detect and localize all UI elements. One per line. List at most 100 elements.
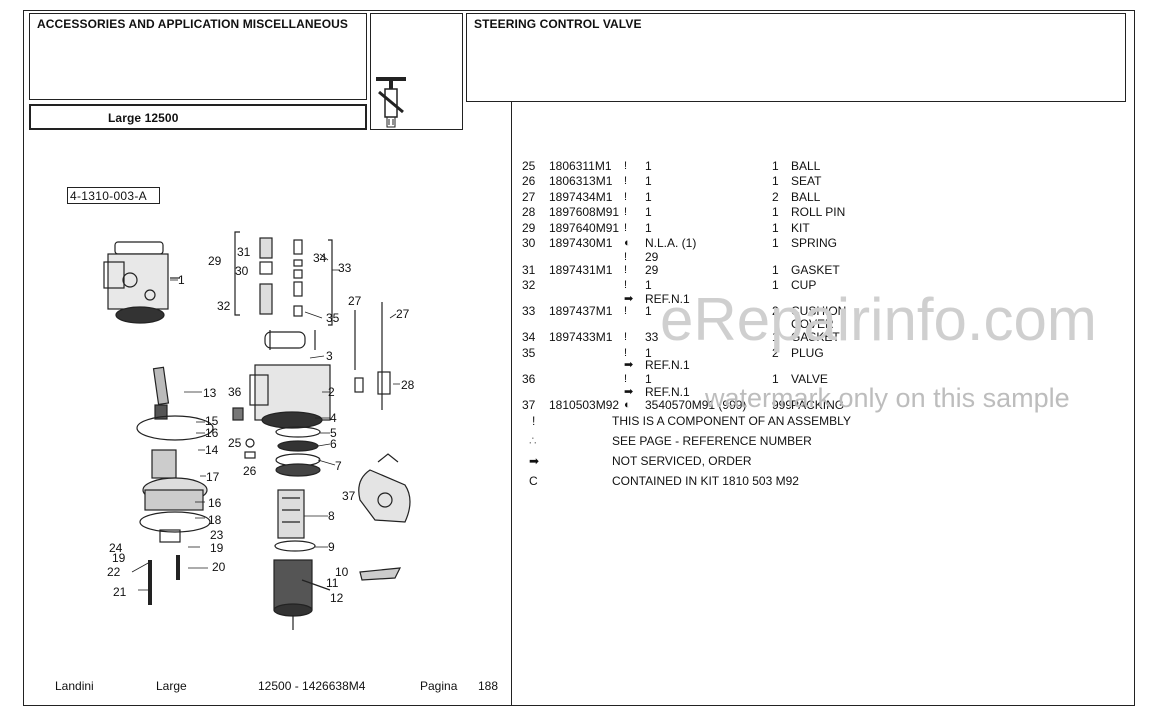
part-mark: ◐ [624,237,631,249]
svg-text:14: 14 [205,443,219,457]
part-quantity: 2 [772,190,779,204]
part-number: 1810503M92 [549,398,620,412]
part-number: 1897430M1 [549,236,613,250]
legend-text-component: THIS IS A COMPONENT OF AN ASSEMBLY [612,414,851,428]
footer-brand: Landini [55,679,94,693]
svg-text:11: 11 [326,576,339,590]
part-reference: 1 [645,221,652,235]
legend-symbol-see-page: ∴ [529,434,537,448]
part-reference: 1 [645,190,652,204]
svg-text:24: 24 [109,541,123,555]
diagram-reference-text: 4-1310-003-A [70,189,147,203]
part-mark: ! [624,175,628,187]
part-reference: 29 [645,263,659,277]
exploded-diagram: 1 2 3 4 5 6 7 8 9 10 11 12 13 14 15 16 1… [103,231,415,630]
part-mark: ! [624,206,628,218]
svg-text:2: 2 [328,385,335,399]
svg-text:34: 34 [313,251,327,265]
part-item-number: 36 [522,372,536,386]
part-quantity: 1 [772,236,779,250]
part-reference: N.L.A. (1) [645,236,697,250]
footer-model: 12500 - 1426638M4 [258,679,366,693]
part-number: 1897640M91 [549,221,620,235]
legend-symbol-component: ! [532,414,536,428]
svg-text:25: 25 [228,436,242,450]
part-reference: REF.N.1 [645,385,690,399]
svg-text:13: 13 [203,386,217,400]
svg-text:16: 16 [205,426,219,440]
svg-text:30: 30 [235,264,249,278]
part-description: SEAT [791,174,822,188]
parts-row: ➡REF.N.1 [0,292,690,307]
part-description: PACKING [791,398,845,412]
part-reference: 1 [645,205,652,219]
part-number: 1897434M1 [549,190,613,204]
svg-text:29: 29 [208,254,222,268]
part-mark: ! [624,373,628,385]
svg-text:4: 4 [330,411,337,425]
part-description: CUP [791,278,817,292]
parts-row: ➡ REF.N.1 [0,385,690,400]
column-divider [511,102,512,706]
svg-text:20: 20 [212,560,226,574]
part-mark: ➡ [624,386,634,398]
part-reference: 1 [645,304,652,318]
part-item-number: 29 [522,221,536,235]
part-mark: ! [624,331,628,343]
svg-text:32: 32 [217,299,231,313]
svg-text:23: 23 [210,528,224,542]
part-mark: ! [624,264,628,276]
part-description: SPRING [791,236,838,250]
part-description: GASKET [791,263,840,277]
svg-text:1: 1 [178,273,185,287]
part-number: 1897433M1 [549,330,613,344]
svg-text:27: 27 [348,294,362,308]
part-item-number: 37 [522,398,536,412]
svg-text:33: 33 [338,261,352,275]
svg-text:12: 12 [330,591,344,605]
svg-text:18: 18 [208,513,222,527]
part-number: 1897431M1 [549,263,613,277]
valve-body-assembly [103,241,180,324]
part-reference: 1 [645,278,652,292]
icon-box [370,13,463,130]
svg-text:35: 35 [326,311,340,325]
part-description: VALVE [791,372,828,386]
part-number: 1806311M1 [549,159,612,173]
part-item-number: 27 [522,190,536,204]
part-quantity: 1 [772,372,779,386]
diagram-reference: 4-1310-003-A [67,187,160,204]
part-reference: 3540570M91 (999) [645,398,747,412]
part-description: GASKET [791,330,840,344]
part-quantity: 1 [772,330,779,344]
svg-text:22: 22 [107,565,121,579]
callout-numbers: 1 2 3 4 5 6 7 8 9 10 11 12 13 14 15 16 1… [107,245,415,605]
part-reference: REF.N.1 [645,358,690,372]
part-reference: 1 [645,174,652,188]
svg-text:31: 31 [237,245,251,259]
legend-symbol-not-serviced: ➡ [529,454,540,468]
svg-text:21: 21 [113,585,127,599]
part-item-number: 32 [522,278,536,292]
svg-text:15: 15 [205,414,219,428]
section-title: ACCESSORIES AND APPLICATION MISCELLANEOU… [37,17,349,31]
part-reference: 33 [645,330,659,344]
part-title: STEERING CONTROL VALVE [474,17,642,31]
svg-text:19: 19 [210,541,224,555]
part-quantity: 1 [772,263,779,277]
part-mark: ! [624,160,628,172]
part-quantity: 2 [772,304,779,318]
footer-size: Large [156,679,187,693]
part-item-number: 28 [522,205,536,219]
part-mark: ➡ [624,359,634,371]
part-quantity: 1 [772,205,779,219]
part-mark: ➡ [624,293,634,305]
part-reference: 1 [645,372,652,386]
